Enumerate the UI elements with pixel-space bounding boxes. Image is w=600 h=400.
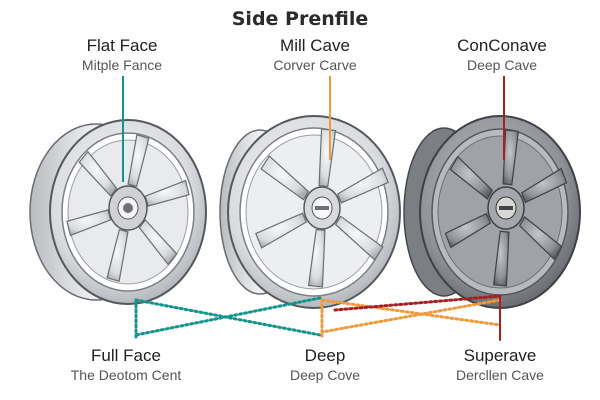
label-conconave: ConConave Deep Cave [457, 36, 547, 73]
diagram-title: Side Prenfile [231, 8, 369, 30]
label-mill-cave: Mill Cave Corver Carve [273, 36, 357, 73]
label-deep: Deep Deep Cove [289, 346, 361, 383]
label-superave: Superave Dercllen Cave [456, 346, 544, 383]
spoke [520, 167, 568, 204]
spoke [255, 212, 308, 249]
spoke [138, 219, 178, 266]
spoke [518, 216, 563, 261]
spoke [78, 150, 118, 197]
connector-teal-b [134, 296, 322, 337]
spoke [106, 228, 129, 283]
label-full-face: Full Face The Deotom Cent [70, 346, 182, 383]
connector-orange-a [320, 298, 502, 327]
spoke [449, 155, 494, 200]
spoke [318, 128, 337, 188]
spoke [334, 215, 384, 261]
label-flat-face: Flat Face Mitple Fance [81, 36, 163, 73]
wheel-mill-cave [219, 115, 401, 309]
spoke [336, 167, 389, 204]
spoke [444, 212, 492, 249]
spoke [260, 155, 310, 201]
wheel-conconave [403, 115, 581, 309]
connector-orange-b [320, 298, 502, 334]
spoke [493, 230, 510, 287]
connector-red-a [333, 294, 502, 312]
wheel-flat-face [29, 119, 207, 305]
spoke [307, 228, 326, 288]
spoke [127, 133, 150, 188]
